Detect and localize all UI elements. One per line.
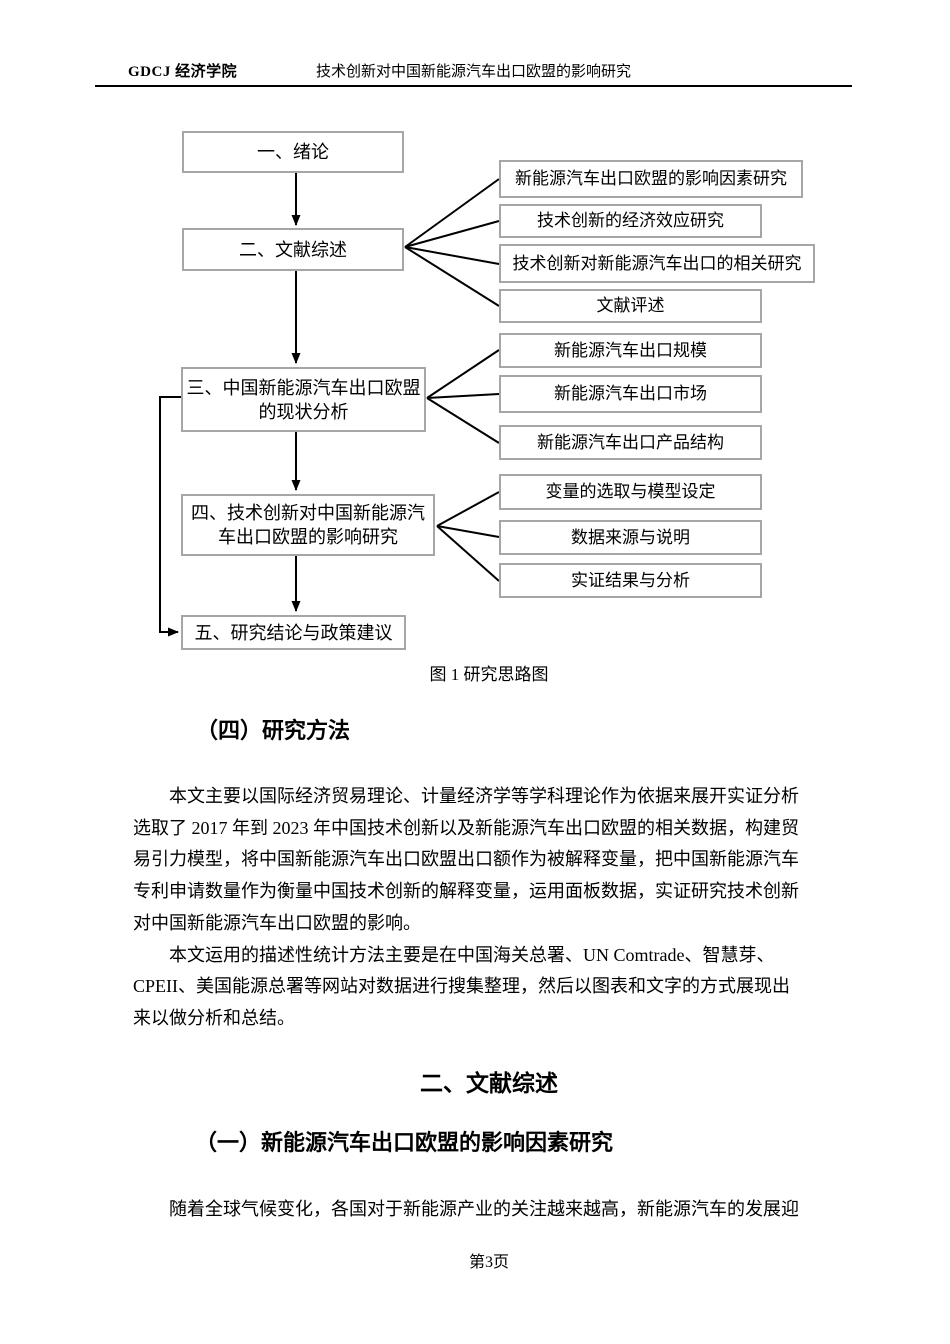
text-line: 易引力模型，将中国新能源汽车出口欧盟出口额作为被解释变量，把中国新能源汽车	[133, 849, 799, 870]
text-line: 对中国新能源汽车出口欧盟的影响。	[133, 912, 421, 933]
text-line: 随着全球气候变化，各国对于新能源产业的关注越来越高，新能源汽车的发展迎	[169, 1199, 799, 1219]
branch-box-influence-factors: 新能源汽车出口欧盟的影响因素研究	[499, 160, 803, 198]
branch-box-related-research: 技术创新对新能源汽车出口的相关研究	[499, 244, 815, 283]
paragraph-literature-intro: 随着全球气候变化，各国对于新能源产业的关注越来越高，新能源汽车的发展迎	[133, 1194, 848, 1226]
text-line: 本文运用的描述性统计方法主要是在中国海关总署、UN Comtrade、智慧芽、	[169, 944, 775, 965]
paragraph-research-methods-2: 本文运用的描述性统计方法主要是在中国海关总署、UN Comtrade、智慧芽、 …	[133, 940, 848, 1035]
heading-influence-factors: （一）新能源汽车出口欧盟的影响因素研究	[195, 1130, 614, 1155]
header-school-label: GDCJ 经济学院	[128, 64, 238, 80]
branch-box-export-scale: 新能源汽车出口规模	[499, 333, 762, 368]
header-rule	[95, 85, 852, 87]
text-line: 选取了 2017 年到 2023 年中国技术创新以及新能源汽车出口欧盟的相关数据…	[133, 817, 799, 838]
figure-caption: 图 1 研究思路图	[429, 665, 549, 684]
branch-box-economic-effects: 技术创新的经济效应研究	[499, 204, 762, 238]
text-line: 本文主要以国际经济贸易理论、计量经济学等学科理论作为依据来展开实证分析	[169, 786, 799, 806]
heading-research-methods: （四）研究方法	[196, 718, 351, 743]
text-line: 专利申请数量作为衡量中国技术创新的解释变量，运用面板数据，实证研究技术创新	[133, 881, 799, 902]
flow-box-status-analysis: 三、中国新能源汽车出口欧盟 的现状分析	[181, 367, 426, 432]
paragraph-research-methods-1: 本文主要以国际经济贸易理论、计量经济学等学科理论作为依据来展开实证分析 选取了 …	[133, 781, 848, 939]
branch-box-variables-model: 变量的选取与模型设定	[499, 474, 762, 510]
branch-box-empirical-results: 实证结果与分析	[499, 563, 762, 598]
flow-box-conclusions: 五、研究结论与政策建议	[181, 615, 406, 650]
footer-page-number: 第3页	[468, 1254, 509, 1271]
branch-box-product-structure: 新能源汽车出口产品结构	[499, 425, 762, 460]
flowchart-connectors	[159, 173, 500, 637]
flow-box-introduction: 一、绪论	[182, 131, 404, 173]
page-header: GDCJ 经济学院 技术创新对中国新能源汽车出口欧盟的影响研究	[95, 60, 852, 84]
branch-box-literature-commentary: 文献评述	[499, 289, 762, 323]
text-line: CPEII、美国能源总署等网站对数据进行搜集整理，然后以图表和文字的方式展现出	[133, 976, 790, 997]
branch-box-export-market: 新能源汽车出口市场	[499, 375, 762, 413]
flow-box-literature-review: 二、文献综述	[182, 228, 404, 271]
text-line: 来以做分析和总结。	[133, 1007, 295, 1028]
flow-box-impact-study: 四、技术创新对中国新能源汽 车出口欧盟的影响研究	[181, 494, 435, 556]
heading-literature-review: 二、文献综述	[420, 1070, 558, 1096]
branch-box-data-sources: 数据来源与说明	[499, 520, 762, 555]
header-document-title: 技术创新对中国新能源汽车出口欧盟的影响研究	[315, 64, 631, 80]
